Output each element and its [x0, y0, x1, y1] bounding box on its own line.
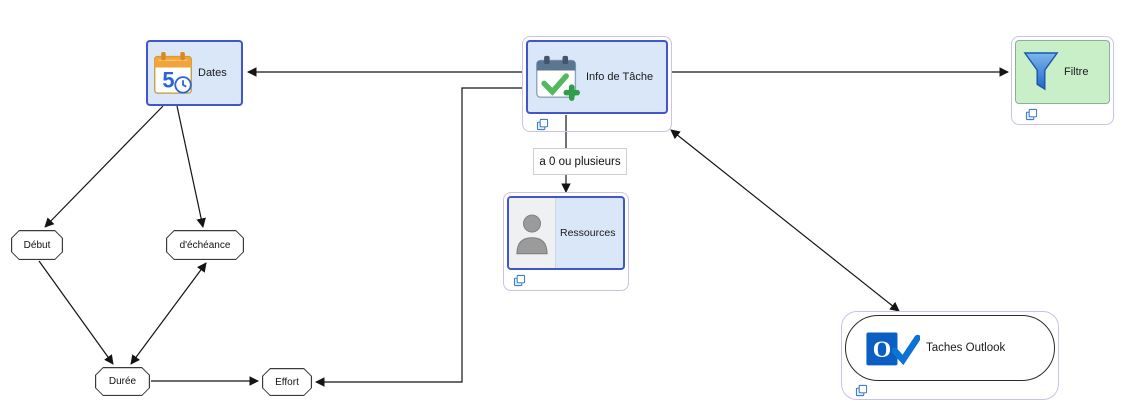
- edge-debut-duree: [38, 260, 114, 365]
- node-duree-label: Durée: [96, 368, 149, 395]
- edge-dates-echeance: [176, 105, 206, 228]
- calendar-clock-icon: 5: [152, 50, 194, 96]
- node-ressources-label: Ressources: [560, 227, 616, 239]
- node-info-tache-frame: [522, 36, 672, 132]
- outlook-icon: O: [864, 327, 921, 369]
- sync-icon[interactable]: [536, 118, 550, 132]
- node-debut-label: Début: [12, 231, 62, 259]
- task-calendar-check-icon: [534, 53, 580, 101]
- node-effort[interactable]: Effort: [262, 368, 312, 396]
- node-echeance[interactable]: d'échéance: [166, 230, 244, 260]
- person-icon: [509, 198, 556, 268]
- node-ressources[interactable]: Ressources: [507, 196, 625, 270]
- node-taches-outlook-frame: [841, 311, 1059, 400]
- edge-label-info-ressources[interactable]: a 0 ou plusieurs: [533, 148, 627, 175]
- node-effort-label: Effort: [263, 369, 311, 395]
- node-taches-outlook[interactable]: O Taches Outlook: [845, 315, 1055, 381]
- node-info-tache[interactable]: Info de Tâche: [526, 40, 668, 114]
- edge-duree-echeance: [130, 262, 207, 365]
- edge-dates-debut: [44, 105, 164, 228]
- node-echeance-label: d'échéance: [167, 231, 243, 259]
- node-taches-outlook-label: Taches Outlook: [926, 342, 1006, 354]
- sync-icon[interactable]: [1025, 108, 1039, 122]
- calendar-day-number: 5: [162, 68, 174, 93]
- node-filtre-label: Filtre: [1064, 66, 1089, 78]
- node-duree[interactable]: Durée: [95, 367, 150, 396]
- edge-info-effort: [315, 87, 522, 387]
- node-info-tache-label: Info de Tâche: [586, 71, 654, 83]
- node-ressources-frame: [503, 192, 629, 291]
- node-dates[interactable]: 5 Dates: [146, 40, 243, 106]
- sync-icon[interactable]: [855, 384, 869, 398]
- node-filtre-frame: [1011, 36, 1114, 125]
- sync-icon[interactable]: [513, 274, 527, 288]
- node-debut[interactable]: Début: [11, 230, 63, 260]
- outlook-letter: O: [873, 337, 891, 363]
- node-filtre[interactable]: Filtre: [1015, 40, 1110, 104]
- filter-funnel-icon: [1022, 49, 1060, 95]
- node-dates-label: Dates: [198, 67, 227, 79]
- edge-info-outlook: [670, 129, 900, 312]
